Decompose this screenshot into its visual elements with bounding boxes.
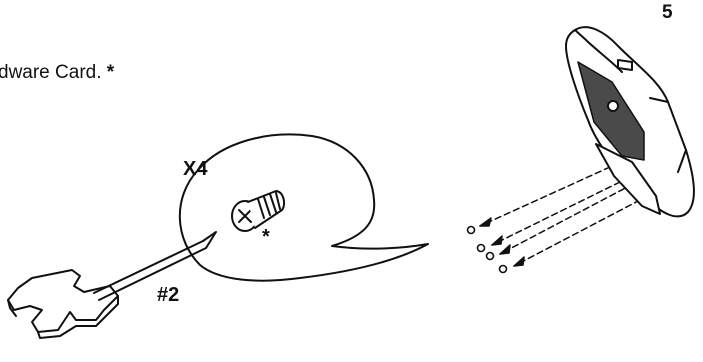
step-number: 5 xyxy=(662,2,673,23)
instruction-label: dware Card. xyxy=(0,62,102,83)
arrowhead-2 xyxy=(491,235,503,246)
screw-threads xyxy=(257,192,281,219)
quantity-label: X4 xyxy=(183,158,208,180)
small-screw-2 xyxy=(476,243,486,253)
small-screw-4 xyxy=(498,264,508,274)
removal-arrow-1 xyxy=(479,166,611,227)
removal-arrow-2 xyxy=(491,181,621,246)
device-bracket xyxy=(595,143,661,215)
screw-body xyxy=(247,190,285,229)
callout-marker: * xyxy=(262,226,270,248)
instruction-marker: * xyxy=(106,62,115,83)
callout-bubble xyxy=(178,133,429,282)
arrowhead-4 xyxy=(513,256,525,267)
arrowhead-3 xyxy=(499,244,511,255)
removal-arrow-4 xyxy=(513,199,641,267)
screwdriver-shaft xyxy=(93,240,207,301)
instruction-text: dware Card. * xyxy=(0,62,114,84)
small-screw-3 xyxy=(485,251,495,261)
tool-size-label: #2 xyxy=(157,284,180,306)
device-button-icon xyxy=(607,100,619,112)
phillips-recess-icon xyxy=(238,209,252,223)
screwdriver-handle xyxy=(7,269,119,333)
screwdriver-handle-side xyxy=(7,295,119,339)
device-port xyxy=(617,59,633,71)
screwdriver-tip xyxy=(202,231,217,249)
small-screw-1 xyxy=(466,225,476,235)
arrowhead-1 xyxy=(479,217,492,227)
removal-arrow-3 xyxy=(499,183,634,255)
